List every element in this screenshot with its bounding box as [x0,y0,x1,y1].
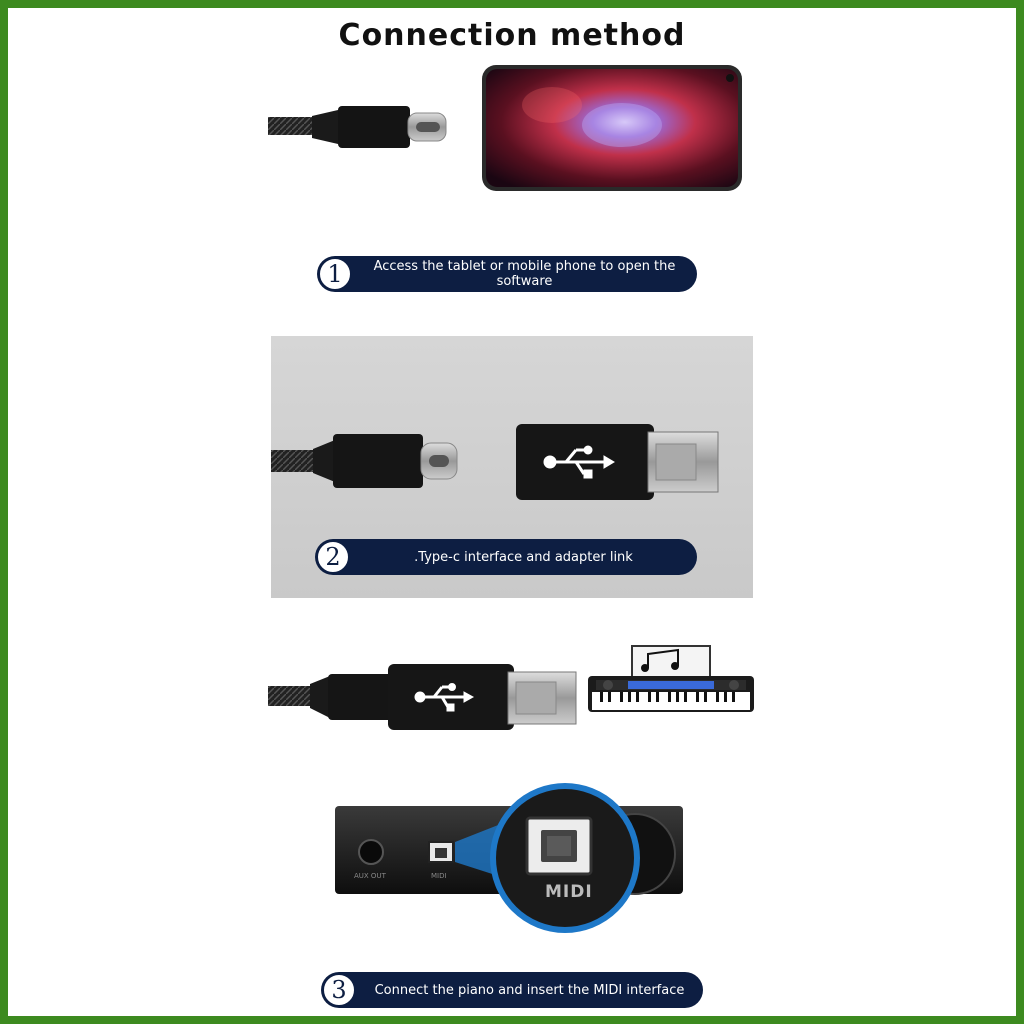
step-text: Connect the piano and insert the MIDI in… [374,982,685,998]
electronic-keyboard-image [588,645,754,712]
step-number-badge: 3 [322,973,356,1007]
usb-c-cable-image [271,434,458,488]
step-text: .Type-c interface and adapter link [414,549,633,565]
step-number-badge: 2 [316,540,350,574]
midi-zoom-label: MIDI [545,882,593,902]
page-title: Connection method [338,18,686,53]
cable-with-adapter-image [268,664,577,730]
usb-icon [414,683,475,712]
step-text: Access the tablet or mobile phone to ope… [373,259,676,289]
step-2-label: 2 .Type-c interface and adapter link [315,539,697,575]
smartphone-image [482,65,742,191]
step-3-label: 3 Connect the piano and insert the MIDI … [321,972,703,1008]
usb-b-adapter-image [516,424,719,500]
aux-out-label: AUX OUT [354,872,386,880]
usb-c-cable-image [268,106,447,148]
midi-port-label: MIDI [431,872,447,880]
usb-icon [543,445,615,479]
midi-port-image [335,783,683,933]
step-1-label: 1 Access the tablet or mobile phone to o… [317,256,697,292]
step-number-badge: 1 [318,257,352,291]
